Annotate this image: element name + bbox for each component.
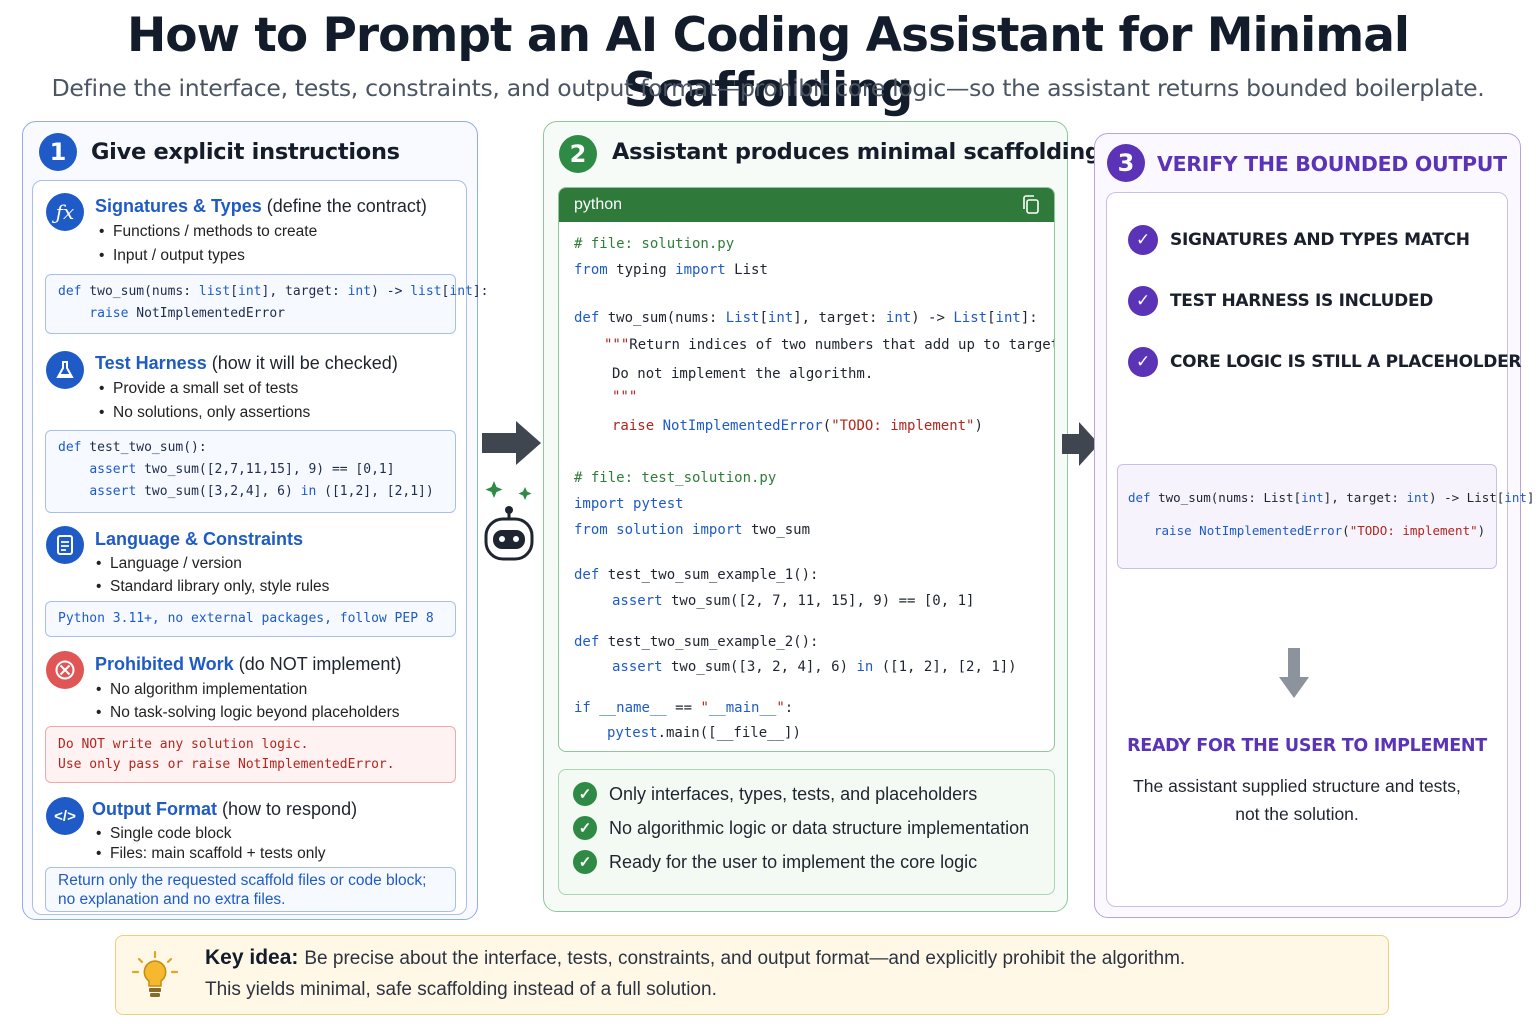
ready-description: The assistant supplied structure and tes… [1133,776,1461,824]
panel-title-instructions: Give explicit instructions [91,139,400,165]
section-output-format: Output Format (how to respond) [92,799,358,819]
robot-icon [484,481,534,561]
code-block: python # file: solution.py from typing i… [558,187,1055,752]
bullet: Provide a small set of tests [99,380,298,398]
list-item: ✓No algorithmic logic or data structure … [573,816,1029,840]
panel-title-verify: VERIFY THE BOUNDED OUTPUT [1157,152,1507,176]
page-title: How to Prompt an AI Coding Assistant for… [126,8,1410,118]
prohibited-box: Do NOT write any solution logic. Use onl… [45,726,456,783]
check-icon: ✓ [1128,286,1158,316]
code-header: python [559,188,1054,222]
panel-title-scaffolding: Assistant produces minimal scaffolding [612,139,1101,165]
section-signatures: Signatures & Types (define the contract) [95,196,427,216]
key-idea-box [115,935,1389,1015]
step-number-3: 3 [1107,144,1145,182]
document-icon [46,526,84,564]
bullet: Files: main scaffold + tests only [96,845,326,863]
bullet: Functions / methods to create [99,223,317,241]
section-test-harness: Test Harness (how it will be checked) [95,353,398,373]
section-language-constraints: Language & Constraints [95,529,304,549]
check-icon: ✓ [1128,347,1158,377]
flask-icon [46,351,84,389]
signature-code-box: def two_sum(nums: list[int], target: int… [45,274,489,334]
verify-item: ✓TEST HARNESS IS INCLUDED [1128,286,1433,316]
function-icon: ƒx [46,193,84,231]
arrow-right-icon [1062,422,1099,466]
arrow-right-icon [482,421,541,465]
verify-item: ✓SIGNATURES AND TYPES MATCH [1128,225,1470,255]
step-number-1: 1 [39,133,77,171]
bullet: No task-solving logic beyond placeholder… [96,704,399,722]
ready-title: READY FOR THE USER TO IMPLEMENT [1127,736,1487,756]
section-prohibited-work: Prohibited Work (do NOT implement) [95,654,402,674]
list-item: ✓Ready for the user to implement the cor… [573,850,977,874]
step-number-2: 2 [559,135,597,173]
page-subtitle: Define the interface, tests, constraints… [51,74,1485,102]
bullet: Language / version [96,555,242,573]
sparkle-icon [485,481,503,498]
lightbulb-icon [131,950,179,997]
check-icon: ✓ [573,816,597,840]
prohibited-icon [46,651,84,689]
code-icon: </> [46,797,84,835]
bullet: No solutions, only assertions [99,404,310,422]
check-icon: ✓ [573,782,597,806]
copy-icon[interactable] [1022,195,1040,215]
check-icon: ✓ [1128,225,1158,255]
key-idea-line-1: Key idea:Be precise about the interface,… [205,946,1186,969]
bullet: Single code block [96,825,231,843]
bullet: Standard library only, style rules [96,578,329,596]
verify-item: ✓CORE LOGIC IS STILL A PLACEHOLDER [1128,347,1521,377]
list-item: ✓Only interfaces, types, tests, and plac… [573,782,977,806]
constraints-box: Python 3.11+, no external packages, foll… [45,601,456,637]
check-icon: ✓ [573,850,597,874]
output-format-box: Return only the requested scaffold files… [45,867,456,912]
key-idea-line-2: This yields minimal, safe scaffolding in… [205,979,717,1000]
test-code-box: def test_two_sum(): assert two_sum([2,7,… [45,430,456,513]
verify-code-box: def two_sum(nums: List[int], target: int… [1117,464,1536,569]
code-language: python [574,196,623,213]
arrow-down-icon [1279,648,1309,698]
scaffolding-checklist: ✓Only interfaces, types, tests, and plac… [558,769,1055,895]
bullet: Input / output types [99,247,245,265]
bullet: No algorithm implementation [96,681,307,699]
